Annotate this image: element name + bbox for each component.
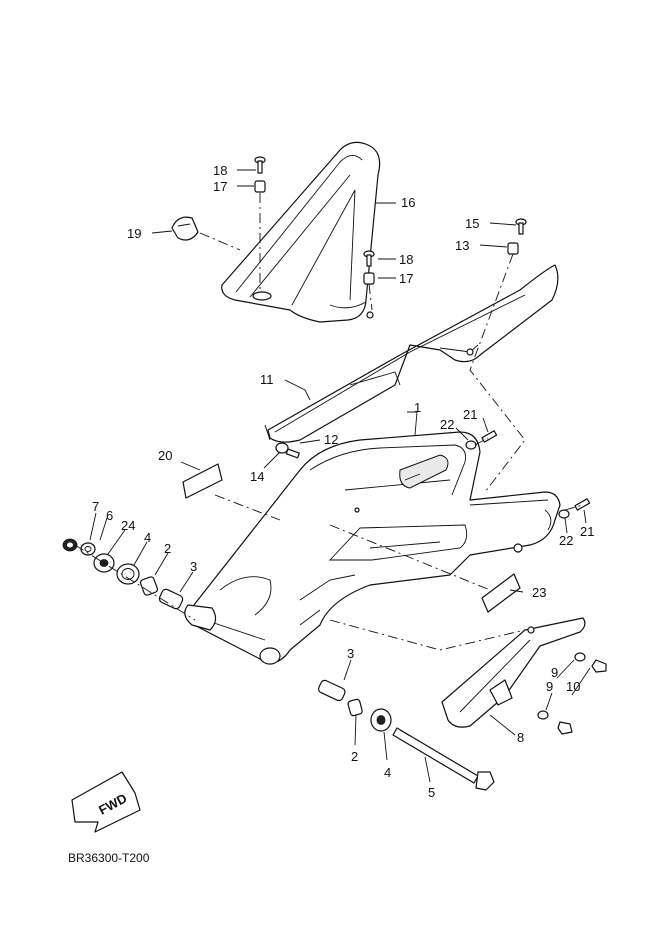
callout-1: 1 [414,400,421,415]
part-15-bolt [515,218,527,235]
assembly-lines [74,193,584,651]
callout-24: 24 [121,518,135,533]
part-4-bearing-left [116,563,140,585]
callout-5: 5 [428,785,435,800]
part-3-collar-left [158,588,184,610]
part-21-bolt-lower [574,498,591,511]
callout-2-right: 2 [351,749,358,764]
callout-22-lower: 22 [559,533,573,548]
part-17-collar-upper [254,180,266,193]
callout-21-upper: 21 [463,407,477,422]
part-18-bolt-upper [254,156,266,174]
part-17-collar-lower [363,272,375,285]
callout-10: 10 [566,679,580,694]
callout-14: 14 [250,469,264,484]
callout-4-left: 4 [144,530,151,545]
callout-9-lower: 9 [546,679,553,694]
part-13-collar [507,242,519,255]
part-19-clip [171,216,199,241]
part-18-bolt-lower [363,250,375,267]
callout-6: 6 [106,508,113,523]
part-9-washer-lower [537,710,549,720]
part-14-washer [275,442,289,454]
part-23-label [481,573,521,613]
leader-lines [89,169,591,783]
part-16-rear-fender [221,141,381,323]
callout-20: 20 [158,448,172,463]
part-9-washer-upper [574,652,586,662]
part-1-rear-arm [184,431,561,665]
callout-21-lower: 21 [580,524,594,539]
callout-11: 11 [260,372,274,387]
callout-3-left: 3 [190,559,197,574]
part-4-bearing-right [370,708,392,732]
part-22-washer-lower [558,509,570,519]
callout-17-upper: 17 [213,179,227,194]
callout-18-lower: 18 [399,252,413,267]
callout-8: 8 [517,730,524,745]
callout-9-upper: 9 [551,665,558,680]
part-5-pivot-shaft [392,727,495,791]
part-7-nut [62,538,78,552]
callout-16: 16 [401,195,415,210]
callout-15: 15 [465,216,479,231]
callout-18-upper: 18 [213,163,227,178]
part-20-label [182,463,223,499]
part-11-chain-guard [264,264,559,443]
part-2-bushing-right [347,698,363,717]
callout-22-upper: 22 [440,417,454,432]
callout-7: 7 [92,499,99,514]
part-21-bolt-upper [481,430,498,443]
part-10-bolt-lower [557,721,573,735]
part-12-bolt [285,448,300,459]
callout-12: 12 [324,432,338,447]
callout-23: 23 [532,585,546,600]
callouts: 18 17 19 16 18 17 15 13 11 12 14 1 22 21… [92,163,594,800]
part-2-bushing-left [139,576,159,596]
callout-2-left: 2 [164,541,171,556]
part-22-washer-upper [465,440,477,450]
part-10-bolt-upper [591,659,607,673]
diagram-code: BR36300-T200 [68,851,150,865]
part-8-chain-support [441,617,586,728]
callout-19: 19 [127,226,141,241]
fwd-arrow-icon [71,771,141,833]
callout-13: 13 [455,238,469,253]
part-3-collar-right [317,679,346,702]
callout-3-right: 3 [347,646,354,661]
callout-17-lower: 17 [399,271,413,286]
callout-4-right: 4 [384,765,391,780]
